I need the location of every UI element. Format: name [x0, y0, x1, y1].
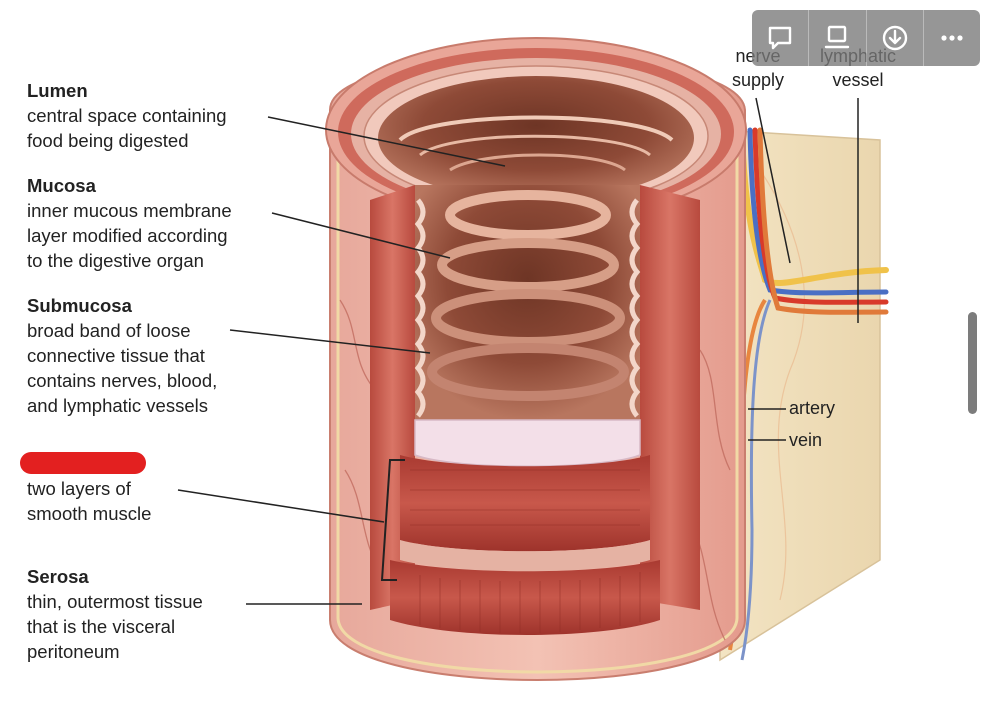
vertical-scrollbar[interactable]: [968, 312, 977, 414]
label-artery: artery: [789, 398, 836, 418]
more-icon: [941, 35, 963, 41]
cutaway-interior: [370, 185, 700, 635]
comment-button[interactable]: [752, 10, 810, 66]
leader-lines: [177, 97, 859, 605]
label-mucosa-description: inner mucous membrane layer modified acc…: [27, 200, 232, 271]
label-submucosa: Submucosa broad band of loose connective…: [27, 293, 217, 418]
label-submucosa-heading: Submucosa: [27, 295, 132, 316]
label-lumen-heading: Lumen: [27, 80, 88, 101]
label-submucosa-description: broad band of loose connective tissue th…: [27, 320, 218, 416]
slideshow-icon: [825, 25, 850, 49]
image-toolbar: [752, 10, 980, 66]
label-mucosa: Mucosa inner mucous membrane layer modif…: [27, 173, 232, 273]
label-lumen-description: central space containing food being dige…: [27, 105, 227, 151]
download-button[interactable]: [867, 10, 924, 66]
label-serosa-heading: Serosa: [27, 566, 89, 587]
comment-icon: [768, 26, 792, 50]
muscle-bracket: [380, 459, 405, 581]
slideshow-button[interactable]: [809, 10, 867, 66]
label-muscularis-description: two layers of smooth muscle: [27, 478, 152, 524]
label-lumen: Lumen central space containing food bein…: [27, 78, 227, 153]
redaction-mark: [20, 452, 146, 474]
label-vein: vein: [789, 430, 823, 450]
label-mucosa-heading: Mucosa: [27, 175, 96, 196]
label-serosa: Serosa thin, outermost tissue that is th…: [27, 564, 203, 664]
label-serosa-description: thin, outermost tissue that is the visce…: [27, 591, 203, 662]
more-button[interactable]: [924, 10, 980, 66]
label-muscularis: two layers of smooth muscle: [27, 476, 151, 526]
download-icon: [882, 25, 907, 51]
